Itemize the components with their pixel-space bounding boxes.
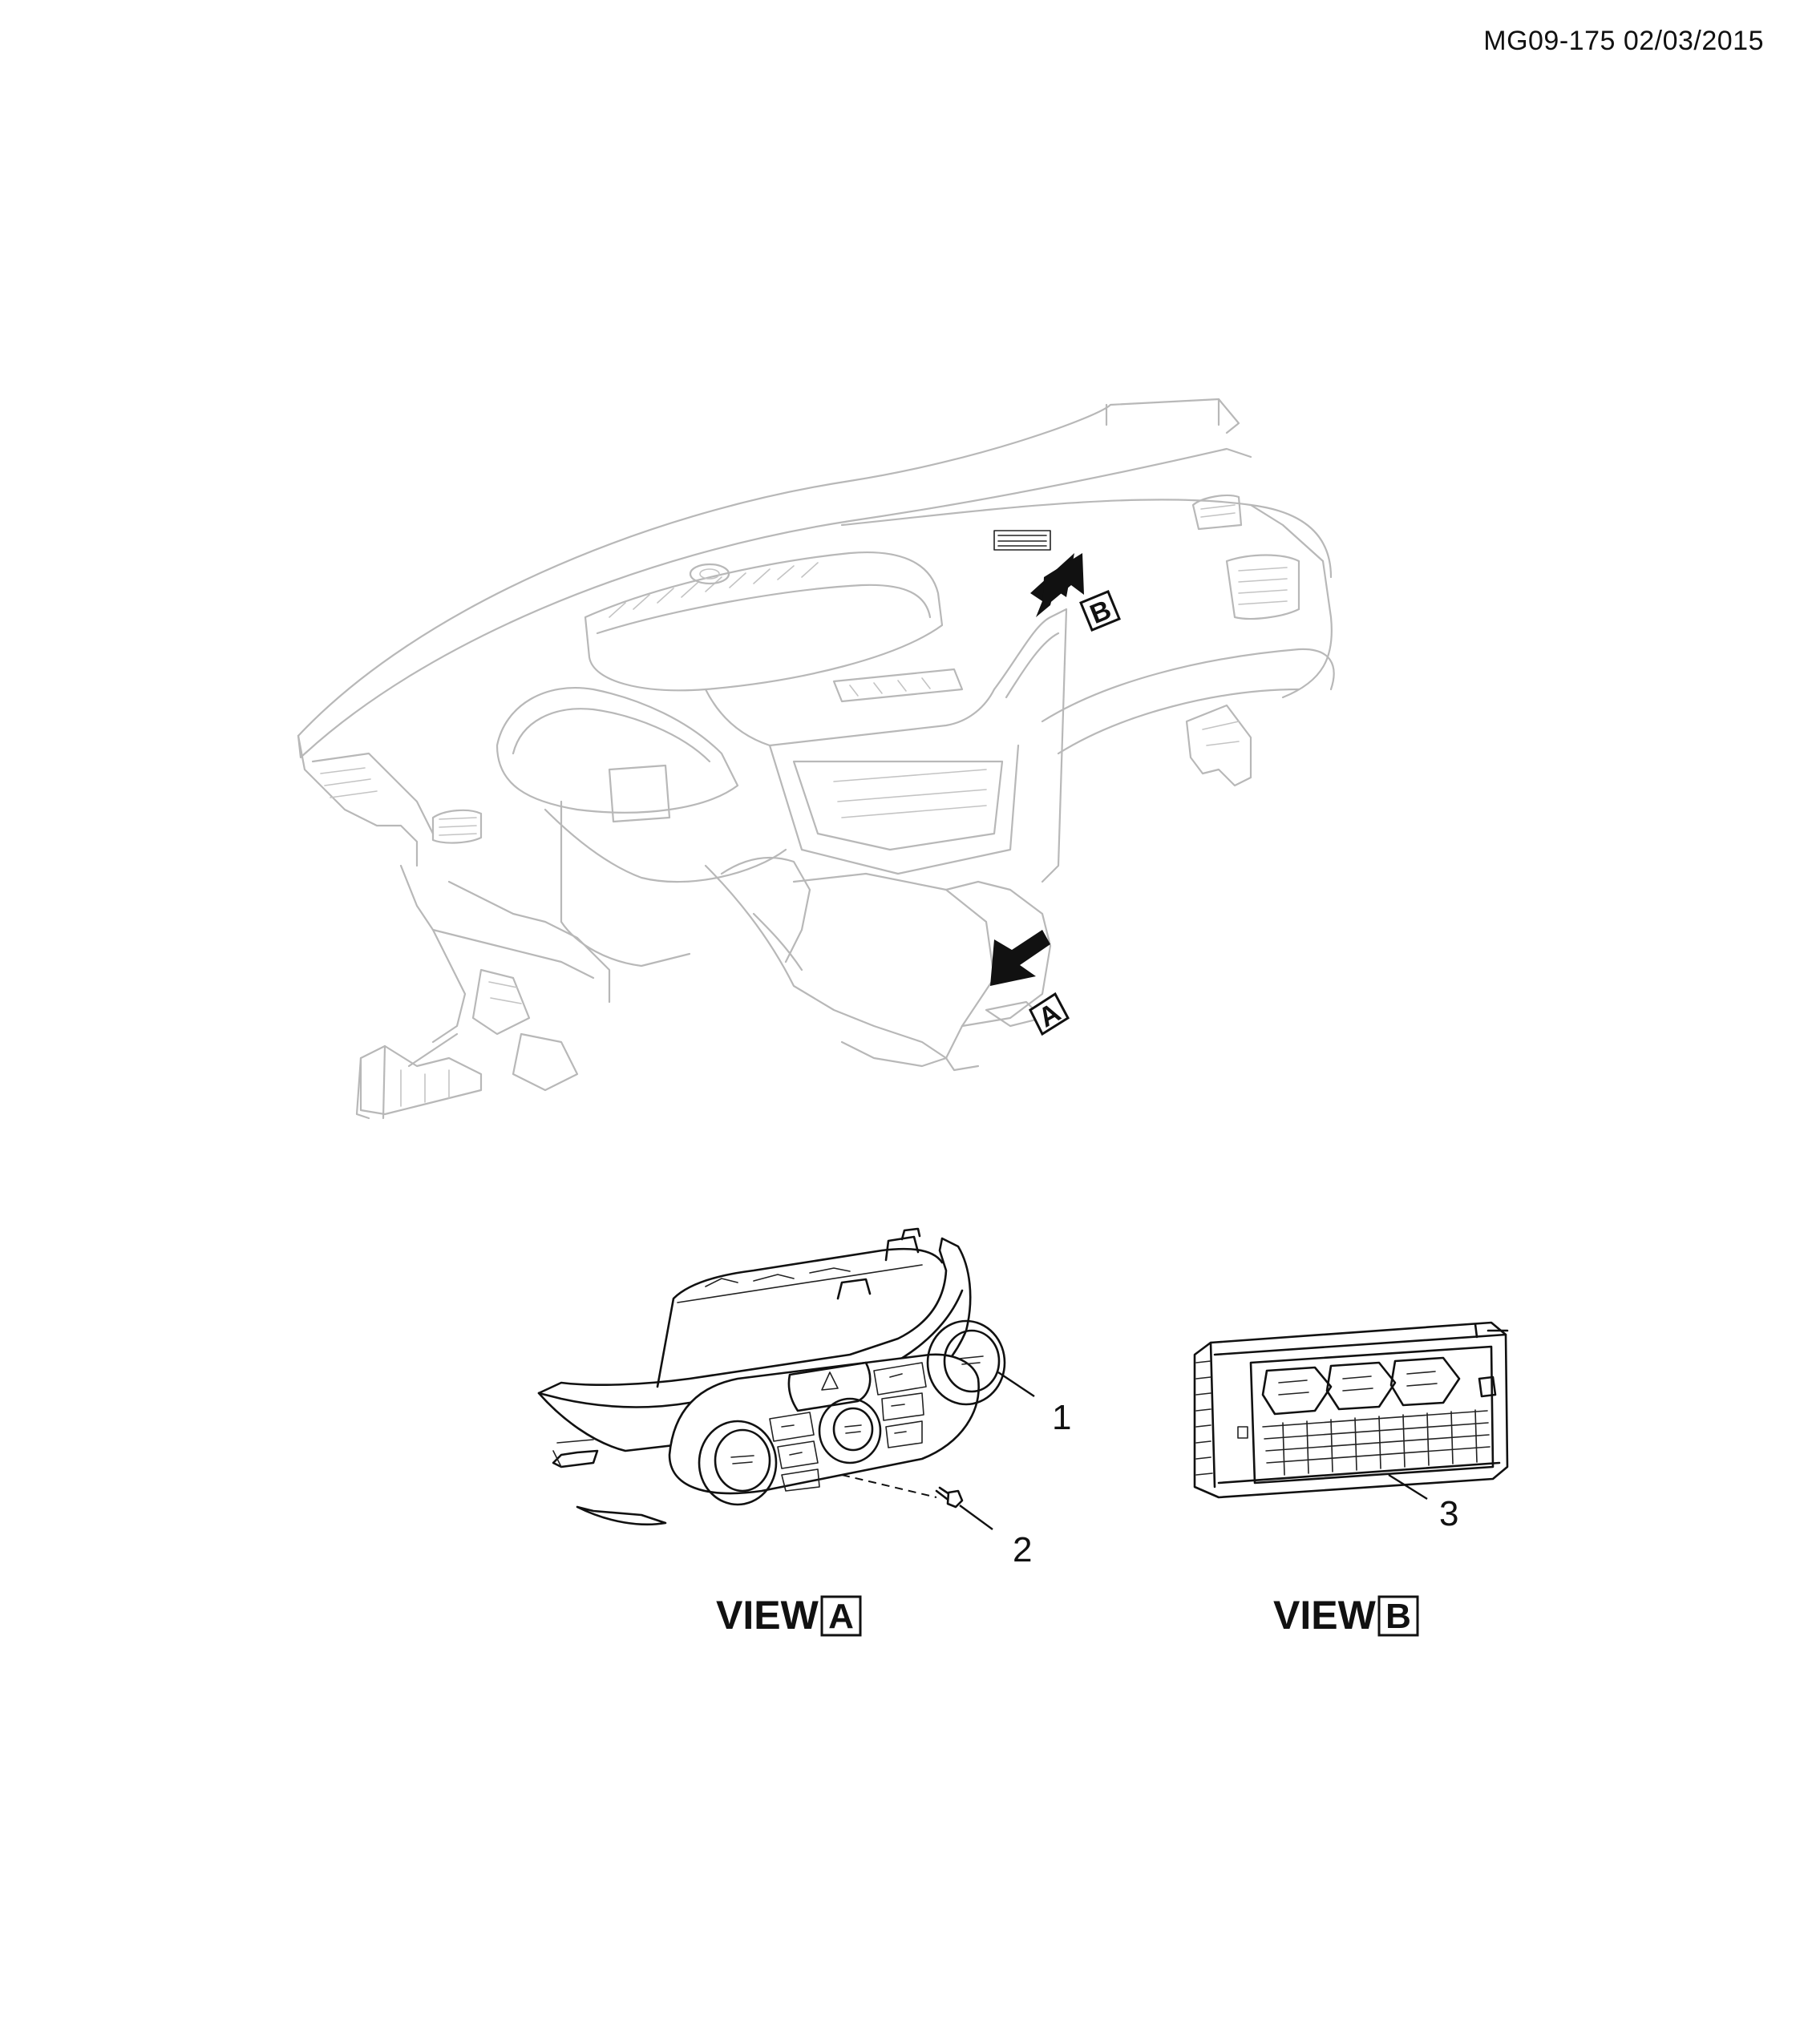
hvac-control-module — [1193, 1321, 1509, 1499]
climate-control-panel — [537, 1227, 1006, 1526]
document-id: MG09-175 02/03/2015 — [1483, 26, 1764, 56]
callout-3: 3 — [1439, 1494, 1458, 1533]
leader-line-3 — [1388, 1473, 1428, 1501]
callout-1: 1 — [1052, 1398, 1071, 1437]
screw — [841, 1474, 964, 1509]
view-b-word: VIEW — [1273, 1593, 1377, 1638]
view-a-word: VIEW — [716, 1593, 819, 1638]
view-b-letter: B — [1385, 1597, 1411, 1636]
view-a-letter: A — [828, 1597, 854, 1636]
instrument-panel-assembly — [297, 398, 1335, 1120]
module-location-mark — [993, 530, 1051, 551]
callout-2: 2 — [1013, 1530, 1032, 1569]
view-a-label: VIEW A — [716, 1593, 862, 1638]
view-arrow-a: A — [990, 930, 1070, 1036]
leader-line-1 — [997, 1371, 1035, 1397]
view-b-label: VIEW B — [1273, 1593, 1419, 1638]
view-arrow-b: B — [1030, 553, 1121, 632]
leader-line-2 — [959, 1505, 993, 1530]
